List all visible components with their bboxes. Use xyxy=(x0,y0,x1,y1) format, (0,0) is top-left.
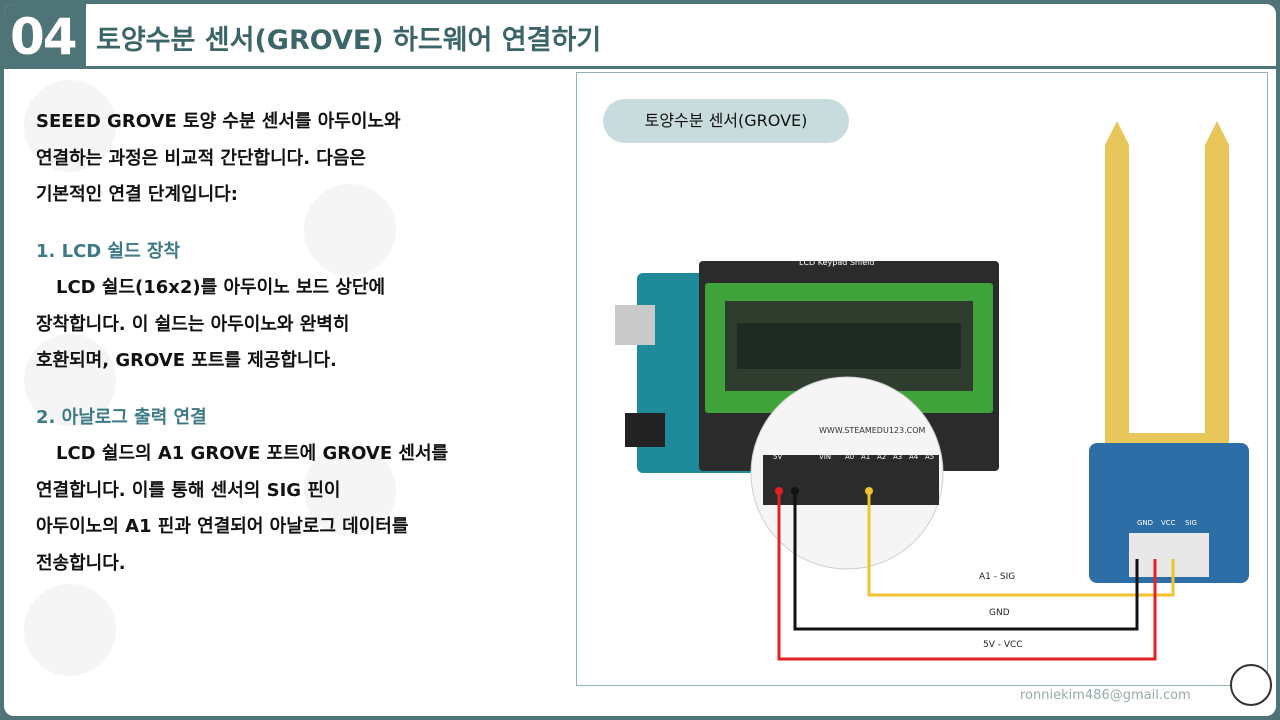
page-title: 토양수분 센서(GROVE) 하드웨어 연결하기 xyxy=(96,25,602,56)
pin-label: A2 xyxy=(877,453,886,461)
sensor-probe xyxy=(1105,145,1229,493)
pin-label: A3 xyxy=(893,453,902,461)
title-divider xyxy=(4,66,1276,69)
section-line: 전송합니다. xyxy=(36,552,126,574)
slide: 04 토양수분 센서(GROVE) 하드웨어 연결하기 SEEED GROVE … xyxy=(4,4,1276,716)
intro-line: 연결하는 과정은 비교적 간단합니다. 다음은 xyxy=(36,147,366,169)
section-number-box: 04 xyxy=(4,4,86,66)
usb-connector xyxy=(615,305,655,345)
section-line: 호환되며, GROVE 포트를 제공합니다. xyxy=(36,350,337,371)
pin-label: A1 xyxy=(861,453,870,461)
intro-line: 기본적인 연결 단계입니다: xyxy=(36,184,238,205)
pin-label: 5V xyxy=(773,453,782,461)
sensor-pin-label: VCC xyxy=(1161,519,1176,527)
section-number: 04 xyxy=(10,8,78,66)
pin-label: A5 xyxy=(925,453,934,461)
wire-gnd xyxy=(793,491,1139,631)
wire-label: A1 - SIG xyxy=(979,572,1015,582)
section-line: 연결합니다. 이를 통해 센서의 SIG 핀이 xyxy=(36,479,341,501)
pin-label: A0 xyxy=(845,453,854,461)
watermark-logo xyxy=(304,184,396,276)
watermark-logo xyxy=(304,444,396,536)
pin-label: VIN xyxy=(819,453,831,461)
sensor-pin-label: SIG xyxy=(1185,519,1197,527)
section-title: 2. 아날로그 출력 연결 xyxy=(36,406,207,428)
board-url-text: WWW.STEAMEDU123.COM xyxy=(819,426,926,435)
wire-sig xyxy=(867,491,1175,597)
wire-label: GND xyxy=(989,608,1010,618)
wire-vcc xyxy=(777,491,1157,661)
pin-header xyxy=(763,455,939,505)
watermark-logo xyxy=(24,334,116,426)
wire-label: 5V - VCC xyxy=(983,640,1023,650)
probe-tip-right xyxy=(1205,121,1229,145)
wiring-diagram: LCD Keypad Shield WWW.STEAMEDU123.COM 5V… xyxy=(615,121,1249,661)
watermark-logo xyxy=(24,584,116,676)
body-text: SEEED GROVE 토양 수분 센서를 아두이노와 연결하는 과정은 비교적… xyxy=(36,104,556,582)
pin-label: A4 xyxy=(909,453,919,461)
section-line: LCD 쉴드(16x2)를 아두이노 보드 상단에 xyxy=(56,277,386,298)
section-title: 1. LCD 쉴드 장착 xyxy=(36,240,181,262)
probe-tip-left xyxy=(1105,121,1129,145)
section-line: LCD 쉴드의 A1 GROVE 포트에 GROVE 센서를 xyxy=(56,443,449,464)
lcd-character-area xyxy=(737,323,961,369)
power-jack xyxy=(625,413,665,447)
section-line: 장착합니다. 이 쉴드는 아두이노와 완벽히 xyxy=(36,313,350,335)
shield-name-text: LCD Keypad Shield xyxy=(799,258,874,267)
section-line: 아두이노의 A1 핀과 연결되어 아날로그 데이터를 xyxy=(36,516,409,537)
steamedu-logo xyxy=(1230,664,1272,706)
grove-connector xyxy=(1129,533,1209,577)
sensor-label-pill: 토양수분 센서(GROVE) xyxy=(603,99,849,143)
footer-email: ronniekim486@gmail.com xyxy=(1020,688,1191,703)
wiring-diagram-panel: LCD Keypad Shield WWW.STEAMEDU123.COM 5V… xyxy=(576,72,1268,686)
watermark-logo xyxy=(24,80,116,172)
sensor-pin-label: GND xyxy=(1137,519,1153,527)
intro-line: SEEED GROVE 토양 수분 센서를 아두이노와 xyxy=(36,111,401,132)
